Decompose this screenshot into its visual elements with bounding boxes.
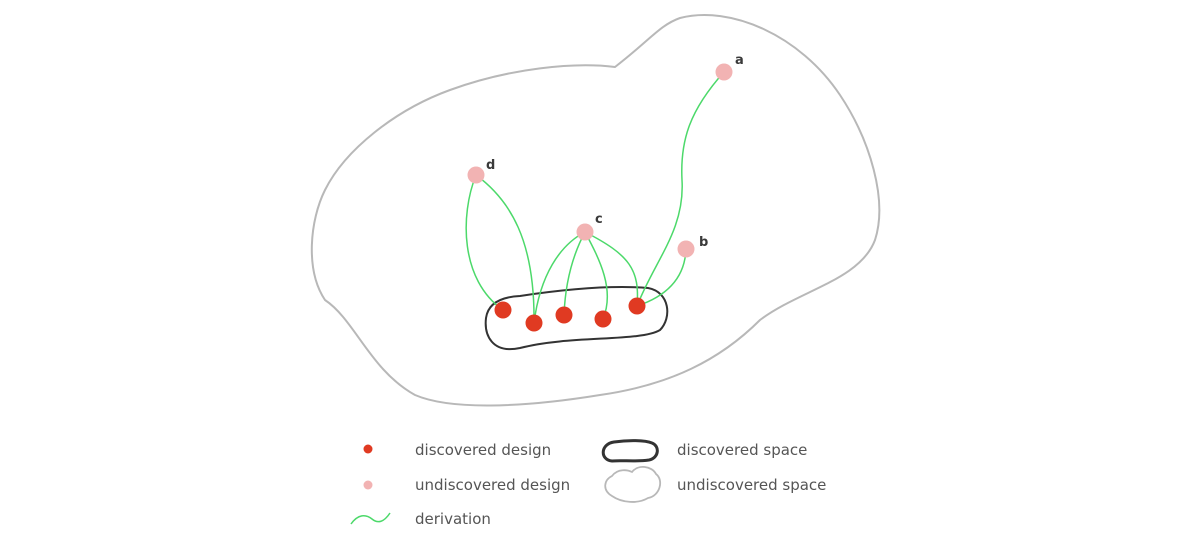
undiscovered-design-node-a xyxy=(715,63,733,81)
discovered-design-node xyxy=(628,297,646,315)
undiscovered-space-region xyxy=(310,14,881,407)
discovered-space-region xyxy=(484,286,669,351)
node-label-c: c xyxy=(595,212,603,227)
derivation-line-d-1 xyxy=(465,174,504,311)
undiscovered-design-node-c xyxy=(576,223,594,241)
legend-undiscovered-space-label: undiscovered space xyxy=(677,476,826,494)
undiscovered-designs xyxy=(467,63,733,258)
undiscovered-design-node-d xyxy=(467,166,485,184)
legend-undiscovered-space-icon xyxy=(604,466,662,503)
derivation-line-c-1 xyxy=(533,231,586,324)
legend-derivation-icon xyxy=(350,512,391,525)
legend-derivation-label: derivation xyxy=(415,510,491,528)
legend-undiscovered-design-icon xyxy=(363,480,373,490)
legend-discovered-design-icon xyxy=(363,444,373,454)
node-label-d: d xyxy=(486,158,495,173)
undiscovered-design-node-b xyxy=(677,240,695,258)
derivation-lines xyxy=(465,71,725,324)
legend-undiscovered-design-label: undiscovered design xyxy=(415,476,570,494)
derivation-line-a xyxy=(636,71,725,307)
legend-discovered-space-icon xyxy=(601,439,659,463)
derivation-line-c-4 xyxy=(584,231,639,307)
node-label-b: b xyxy=(699,235,708,250)
node-label-a: a xyxy=(735,53,744,68)
legend-discovered-design-label: discovered design xyxy=(415,441,551,459)
discovered-design-node xyxy=(494,301,512,319)
discovered-design-node xyxy=(555,306,573,324)
discovered-design-node xyxy=(525,314,543,332)
discovered-designs xyxy=(494,297,646,332)
legend-discovered-space-label: discovered space xyxy=(677,441,807,459)
discovered-design-node xyxy=(594,310,612,328)
derivation-line-d-2 xyxy=(475,174,535,324)
legend: discovered design undiscovered design de… xyxy=(350,439,826,528)
derivation-line-c-3 xyxy=(584,231,608,320)
